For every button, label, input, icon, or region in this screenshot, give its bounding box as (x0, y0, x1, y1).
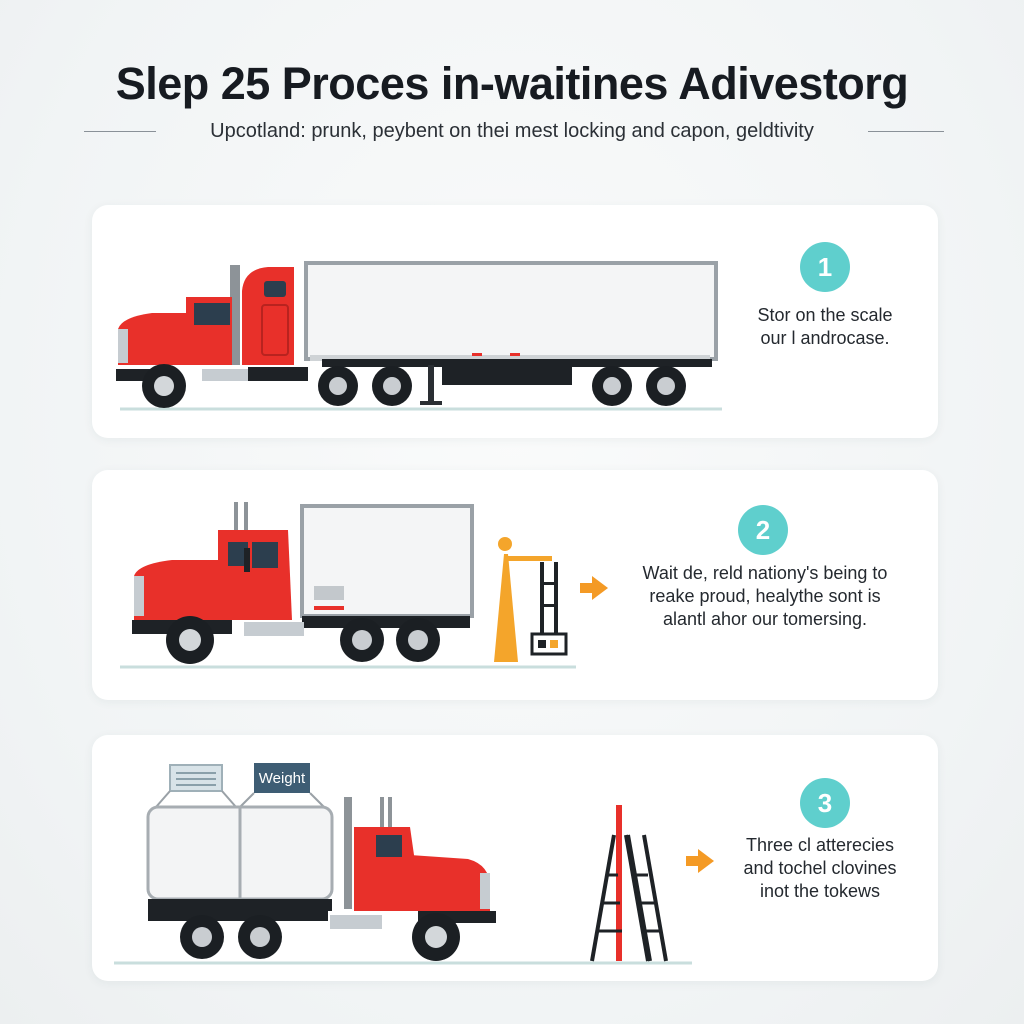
step-number-badge: 3 (800, 778, 850, 828)
page-title: Slep 25 Proces in-waitines Adivestorg (115, 58, 909, 109)
step-text-line: our l androcase. (760, 328, 890, 348)
trailer-wheels (592, 366, 686, 406)
step-card-2: 2 Wait de, reld nationy's being to reake… (92, 470, 938, 700)
weight-tag: Weight (239, 763, 325, 808)
step-text-line: and tochel clovines (743, 858, 897, 878)
step-text-line: Wait de, reld nationy's being to (642, 563, 888, 583)
step-number-badge: 2 (738, 505, 788, 555)
tanker-body (146, 805, 334, 911)
red-semi-cab (148, 797, 496, 961)
arrow-right-icon (580, 576, 608, 600)
tanker-truck-with-ladder-illustration: Weight (114, 763, 714, 965)
page-subtitle: Upcotland: prunk, peybent on thei mest l… (210, 119, 814, 142)
step-text-line: inot the tokews (759, 881, 881, 901)
step-number-badge: 1 (800, 242, 850, 292)
ladder-icon (590, 805, 668, 962)
step-description: Stor on the scale our l androcase. (732, 304, 918, 350)
step-description: Wait de, reld nationy's being to reake p… (618, 562, 912, 631)
arrow-right-icon (686, 849, 714, 873)
step-description: Three cl atterecies and tochel clovines … (722, 834, 918, 903)
tank-vent-icon (155, 764, 237, 808)
step-text-line: reake proud, healythe sont is (649, 586, 881, 606)
divider-left (84, 130, 156, 132)
weigh-post-icon (494, 537, 568, 662)
red-truck-cab (132, 502, 440, 664)
semi-truck-on-scale-illustration (116, 261, 722, 411)
step-card-1: 1 Stor on the scale our l androcase. (92, 205, 938, 438)
box-truck-at-weigh-post-illustration (120, 502, 608, 669)
subtitle-row: Upcotland: prunk, peybent on thei mest l… (84, 118, 944, 144)
divider-right (868, 130, 944, 132)
step-text-line: Stor on the scale (757, 305, 893, 325)
step-text-line: alantl ahor our tomersing. (662, 609, 868, 629)
step-card-3: Weight (92, 735, 938, 981)
weight-tag-label: Weight (259, 770, 306, 787)
red-semi-cab (116, 265, 412, 408)
step-text-line: Three cl atterecies (745, 835, 895, 855)
